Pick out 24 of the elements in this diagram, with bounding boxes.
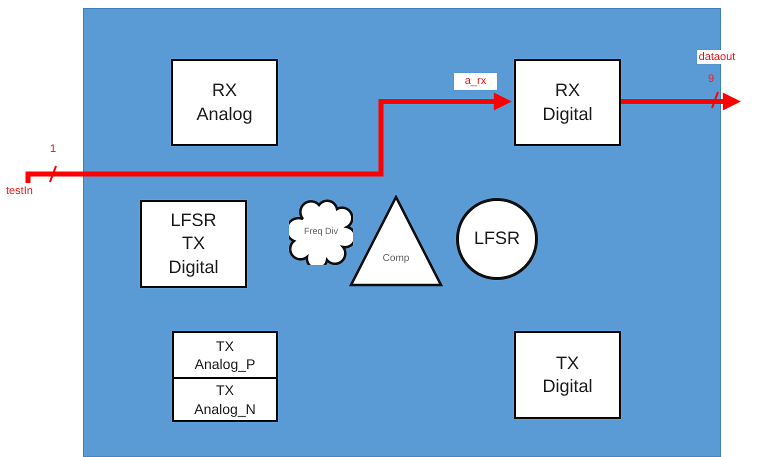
block-label: LFSR xyxy=(474,227,520,250)
block-label: TX Digital xyxy=(541,352,594,398)
triangle-shape xyxy=(349,195,443,287)
block-label: Freq Div xyxy=(304,226,338,238)
signal-arrow xyxy=(620,92,741,110)
block-label: RX Analog xyxy=(195,79,254,126)
cloud-shape xyxy=(289,199,353,265)
edge-label: a_rx xyxy=(454,73,497,90)
edge-label: dataout xyxy=(697,50,737,64)
block-box xyxy=(514,59,621,146)
block-box xyxy=(171,59,278,146)
block-label: RX Digital xyxy=(541,79,594,126)
block-box xyxy=(172,377,278,422)
bus-width-label: 9 xyxy=(708,73,714,85)
block-box xyxy=(140,200,247,288)
block-box xyxy=(172,331,278,379)
block-label: Comp xyxy=(382,252,410,264)
block-label: LFSR TX Digital xyxy=(167,208,220,279)
bus-width-label: 1 xyxy=(50,143,56,155)
block-label: TX Analog_P xyxy=(194,336,256,374)
signal-name: testIn xyxy=(6,184,33,198)
signal-arrow xyxy=(26,92,512,183)
block-label: TX Analog_N xyxy=(193,381,257,418)
block-box xyxy=(514,331,621,419)
